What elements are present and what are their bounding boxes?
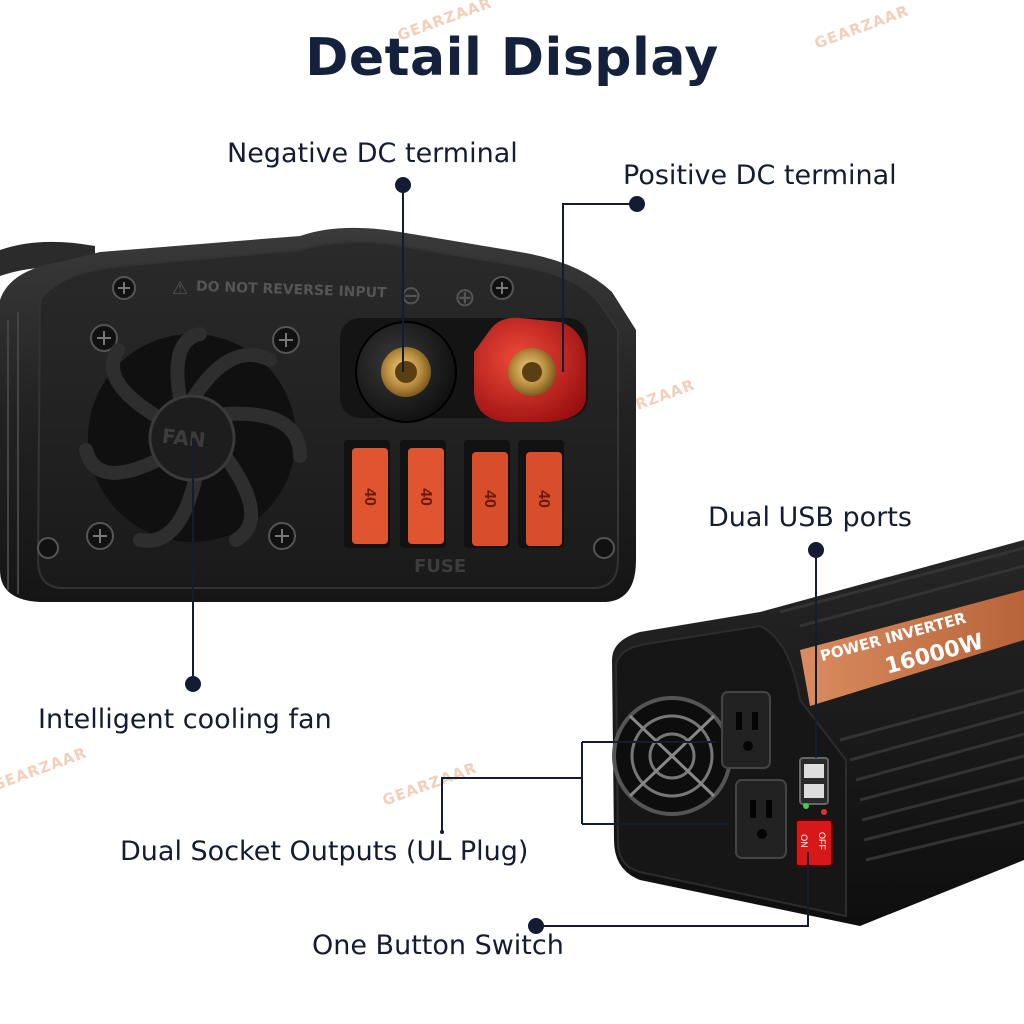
label-negative-dc-terminal: Negative DC terminal [227,138,518,169]
inverter-output-side-photo [612,540,1024,926]
label-positive-dc-terminal: Positive DC terminal [623,160,897,191]
cooling-fan-grille [79,327,307,548]
label-intelligent-cooling-fan: Intelligent cooling fan [38,704,332,735]
positive-symbol: ⊕ [454,282,476,312]
ac-outlets [721,691,787,859]
label-one-button-switch: One Button Switch [312,930,564,961]
page-title: Detail Display [305,28,719,88]
power-rocker-switch [795,819,833,867]
fuse-bank [344,440,564,548]
usb-ports [799,757,829,805]
output-fan-cage [612,696,732,816]
label-dual-socket-outputs: Dual Socket Outputs (UL Plug) [120,836,529,867]
warning-triangle-icon: ⚠ [172,278,189,298]
label-dual-usb-ports: Dual USB ports [708,502,912,533]
negative-terminal [355,321,457,423]
positive-terminal [474,317,586,422]
negative-symbol: ⊖ [400,280,422,310]
fuse-text: FUSE [414,556,467,577]
